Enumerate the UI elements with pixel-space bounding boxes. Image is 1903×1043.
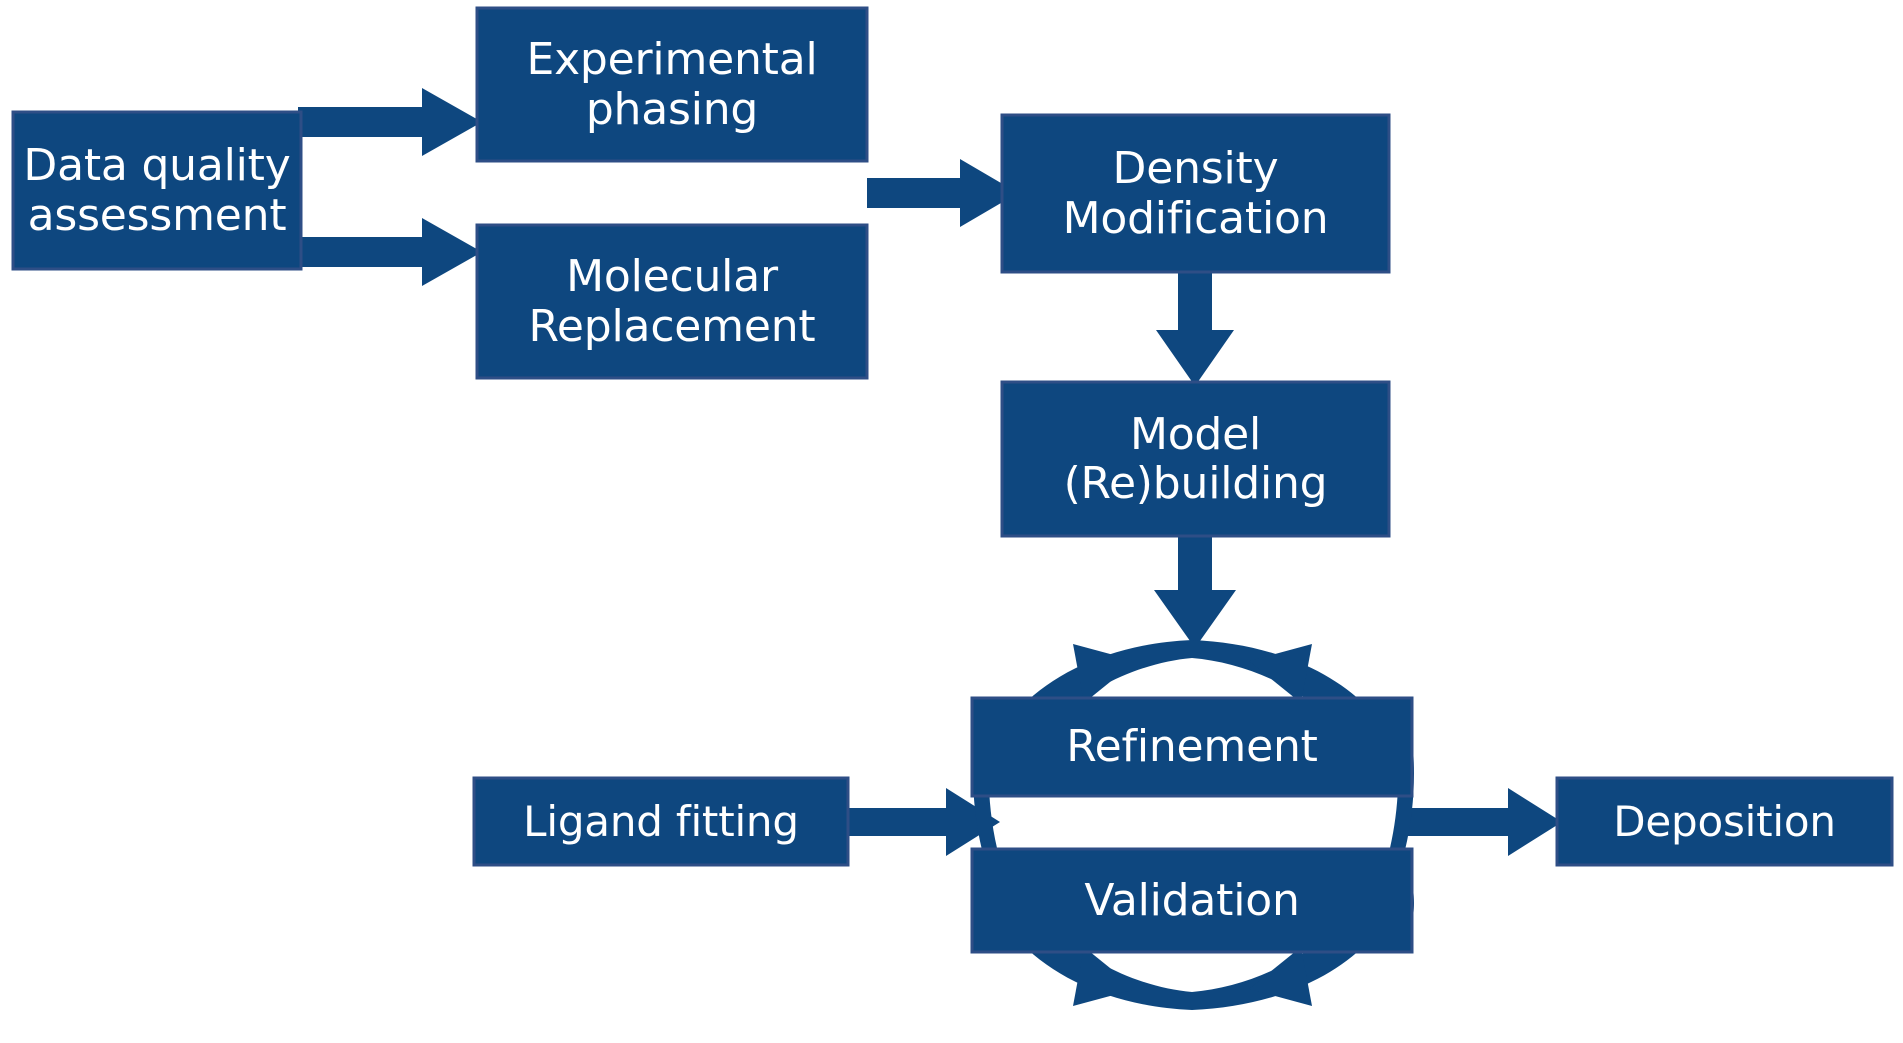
- node-rect-model-rebuilding[interactable]: [1000, 380, 1391, 538]
- node-rect-validation[interactable]: [970, 847, 1414, 954]
- arrow-dqa-to-experimental-phasing: [298, 88, 482, 156]
- node-rect-molecular-replacement[interactable]: [475, 223, 869, 380]
- arrow-model-rebuilding-to-cycle: [1154, 532, 1236, 648]
- node-rect-experimental-phasing[interactable]: [475, 6, 869, 163]
- arrow-cycle-to-deposition: [1406, 788, 1562, 856]
- node-rect-deposition[interactable]: [1555, 776, 1894, 867]
- arrow-density-modification-to-model-rebuilding: [1156, 268, 1234, 386]
- node-rect-data-quality-assessment[interactable]: [11, 110, 303, 271]
- node-rect-density-modification[interactable]: [1000, 113, 1391, 274]
- arrow-phasing-to-density-modification: [867, 159, 1018, 227]
- node-rect-refinement[interactable]: [970, 696, 1414, 798]
- node-rect-ligand-fitting[interactable]: [472, 776, 850, 867]
- arrow-ligand-fitting-to-cycle: [845, 788, 1000, 856]
- arrow-dqa-to-molecular-replacement: [298, 218, 482, 286]
